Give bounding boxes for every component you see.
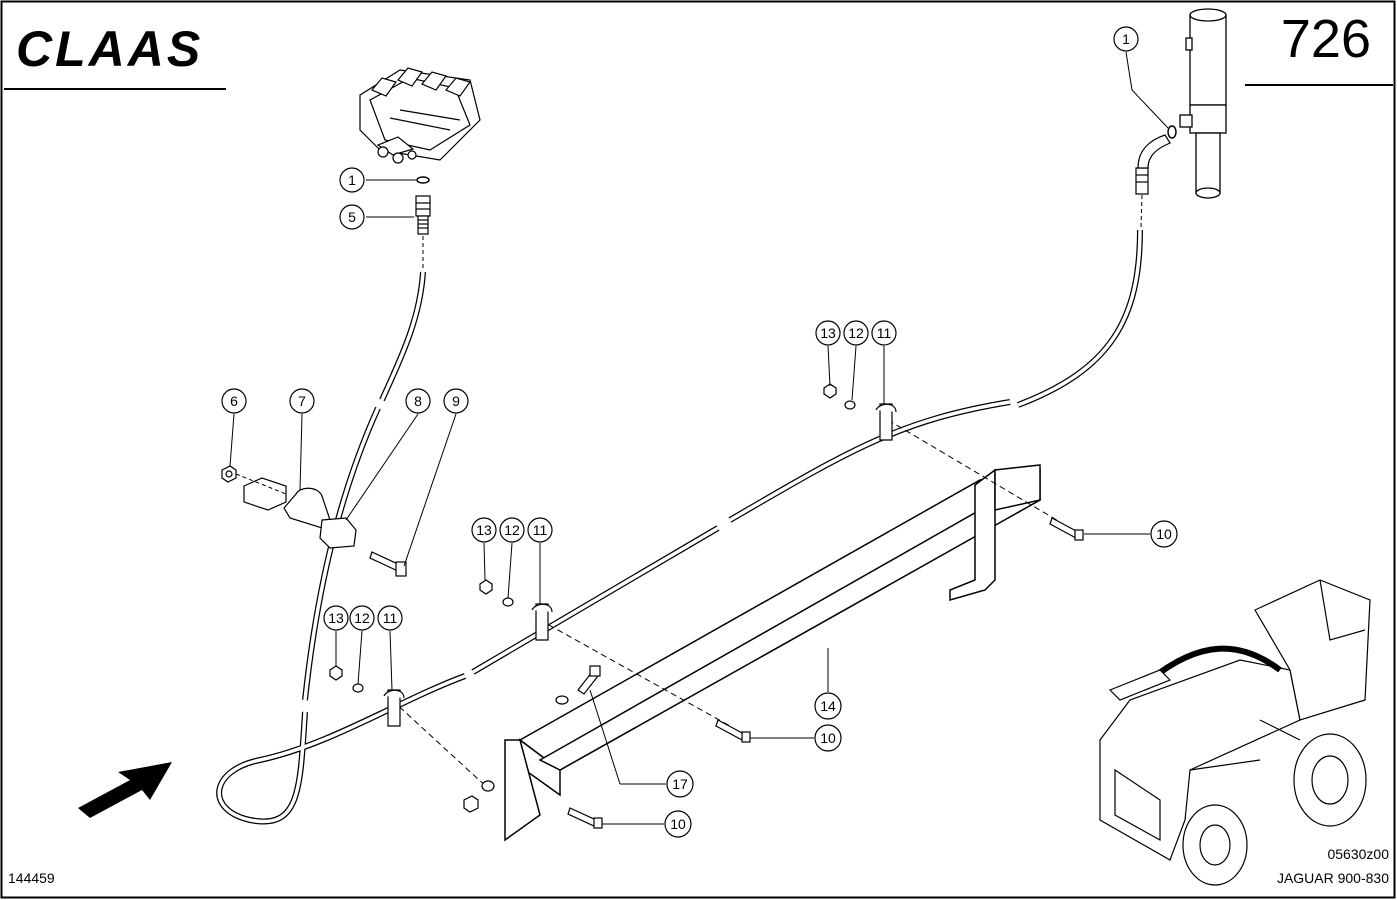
bolt-10-right: [1049, 517, 1084, 541]
claas-logo: CLAAS: [16, 21, 203, 77]
bolt-10-lower: [567, 807, 603, 829]
callouts: [221, 26, 1178, 838]
callout-12-middle: 12: [504, 522, 520, 538]
callout-14: 14: [820, 698, 836, 714]
callout-1-valve: 1: [348, 172, 356, 188]
harvester-illustration: [1099, 579, 1371, 886]
callout-12-lower: 12: [354, 610, 370, 626]
callout-5: 5: [348, 209, 356, 225]
callout-7: 7: [298, 393, 306, 409]
bolt-17: [463, 665, 601, 813]
clip-set-top: [823, 383, 897, 441]
adapter-fitting: [415, 195, 431, 235]
leader-lines: [229, 51, 1169, 825]
assembly-dash-lines: [391, 419, 1061, 791]
clamp-assembly: [221, 465, 407, 577]
clip-set-middle: [479, 579, 553, 641]
callout-17: 17: [672, 776, 688, 792]
callout-13-top: 13: [820, 325, 836, 341]
callout-8: 8: [414, 393, 422, 409]
callout-13-middle: 13: [476, 522, 492, 538]
elbow-fitting: [1135, 134, 1171, 195]
direction-arrow: [78, 762, 172, 818]
callout-11-middle: 11: [533, 522, 548, 538]
support-beam: [504, 464, 1041, 842]
callout-9: 9: [452, 393, 460, 409]
hydraulic-cylinder: [1179, 8, 1227, 199]
hydraulic-hose: [216, 229, 1143, 825]
doc-id: 144459: [8, 870, 55, 886]
callout-11-lower: 11: [383, 610, 398, 626]
model-label: JAGUAR 900-830: [1276, 870, 1389, 886]
callout-10-lower: 10: [670, 816, 686, 832]
callout-6: 6: [230, 393, 238, 409]
o-ring-cylinder: [1167, 125, 1177, 139]
drawing-id: 05630z00: [1327, 846, 1389, 862]
callout-10-middle: 10: [820, 730, 836, 746]
callout-12-top: 12: [848, 325, 864, 341]
control-valve-block: [359, 67, 481, 164]
callout-13-lower: 13: [328, 610, 344, 626]
bolt-10-middle: [715, 719, 751, 743]
callout-10-right: 10: [1156, 526, 1172, 542]
page-number: 726: [1280, 9, 1371, 69]
callout-1-cylinder: 1: [1122, 31, 1130, 47]
brand-logo-text: CLAAS: [16, 21, 203, 77]
o-ring-top: [416, 176, 430, 184]
callout-11-top: 11: [877, 325, 892, 341]
